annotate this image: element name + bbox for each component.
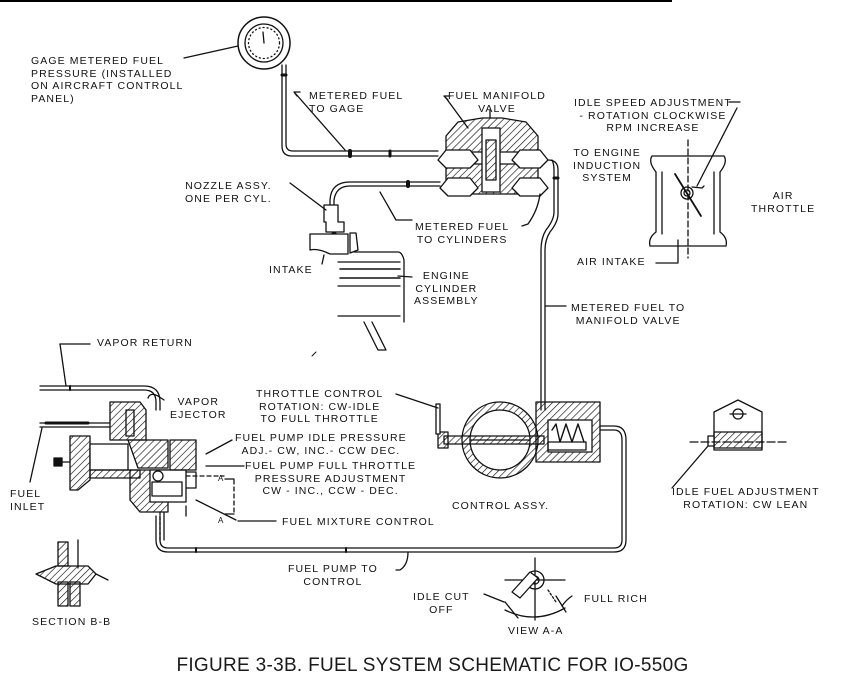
leader-idle-pressure [205, 439, 233, 455]
pressure-gage [183, 16, 291, 70]
leader-fuel-inlet [29, 427, 43, 483]
label-air-throttle: AIR THROTTLE [751, 190, 816, 215]
view-a-a-detail [483, 557, 573, 621]
idle-fuel-adjustment-detail [671, 399, 787, 489]
label-nozzle-assy: NOZZLE ASSY. ONE PER CYL. [185, 180, 272, 205]
leader-idle-speed [696, 107, 738, 187]
label-idle-cut-off: IDLE CUT OFF [413, 591, 470, 616]
label-throttle-control: THROTTLE CONTROL ROTATION: CW-IDLE TO FU… [256, 388, 384, 425]
line-metered-fuel-to-cylinders [329, 180, 541, 227]
label-idle-speed-adjustment: IDLE SPEED ADJUSTMENT - ROTATION CLOCKWI… [574, 97, 732, 134]
line-vapor-return [39, 343, 161, 411]
fuel-manifold-valve [437, 95, 549, 197]
label-metered-fuel-to-gage: METERED FUEL TO GAGE [309, 90, 404, 115]
label-to-engine-induction-system: TO ENGINE INDUCTION SYSTEM [573, 147, 642, 184]
line-metered-fuel-to-gage [280, 64, 439, 158]
top-border-gap [672, 0, 865, 3]
label-control-assy: CONTROL ASSY. [452, 500, 550, 512]
leader-nozzle [289, 182, 327, 211]
label-idle-fuel-adjustment: IDLE FUEL ADJUSTMENT ROTATION: CW LEAN [672, 486, 820, 511]
label-fuel-pump-idle-pressure: FUEL PUMP IDLE PRESSURE ADJ.- CW, INC.- … [235, 432, 407, 457]
line-fuel-pump-to-control [155, 425, 627, 571]
label-metered-fuel-to-manifold-valve: METERED FUEL TO MANIFOLD VALVE [571, 302, 686, 327]
leader-vapor-return [59, 343, 67, 387]
leader-throttle-control [395, 393, 439, 409]
label-section-b-b: SECTION B-B [32, 616, 112, 628]
leader-idle-cut-off [483, 593, 505, 603]
section-marker-a-top: A [218, 474, 225, 483]
section-b-b-detail [35, 539, 109, 607]
engine-cylinder-assembly [289, 182, 413, 351]
label-view-a-a: VIEW A-A [508, 625, 564, 637]
leader-manifold [445, 97, 469, 129]
label-vapor-return: VAPOR RETURN [97, 337, 193, 349]
top-border [0, 0, 865, 2]
line-metered-fuel-to-manifold-valve [540, 159, 567, 411]
label-fuel-inlet: FUEL INLET [10, 488, 46, 513]
label-fuel-mixture-control: FUEL MIXTURE CONTROL [282, 516, 435, 528]
label-fuel-manifold-valve: FUEL MANIFOLD VALVE [448, 90, 546, 115]
label-fuel-pump-to-control: FUEL PUMP TO CONTROL [288, 563, 378, 588]
label-full-rich: FULL RICH [584, 593, 648, 605]
label-fuel-pump-full-throttle: FUEL PUMP FULL THROTTLE PRESSURE ADJUSTM… [245, 460, 417, 497]
leader-full-rich [561, 595, 573, 607]
fuel-pump-assembly [53, 393, 277, 541]
label-gage-metered-fuel-pressure: GAGE METERED FUEL PRESSURE (INSTALLED ON… [31, 55, 184, 105]
leader-metered-fuel-gage [294, 92, 346, 151]
label-engine-cylinder-assembly: ENGINE CYLINDER ASSEMBLY [414, 270, 479, 307]
label-air-intake: AIR INTAKE [577, 256, 646, 268]
leader-mixture [195, 499, 237, 521]
leader-idle-fuel [671, 445, 709, 489]
label-metered-fuel-to-cylinders: METERED FUEL TO CYLINDERS [415, 221, 510, 246]
air-throttle [648, 101, 741, 264]
label-vapor-ejector: VAPOR EJECTOR [170, 396, 227, 421]
label-intake: INTAKE [269, 264, 313, 276]
gage-leader [183, 45, 239, 59]
line-fuel-inlet [29, 421, 111, 483]
figure-caption: FIGURE 3-3B. FUEL SYSTEM SCHEMATIC FOR I… [176, 655, 689, 676]
control-assembly [395, 393, 601, 479]
section-marker-a-bottom: A [218, 516, 225, 525]
leader-fuel-pump-to-control [395, 551, 409, 571]
